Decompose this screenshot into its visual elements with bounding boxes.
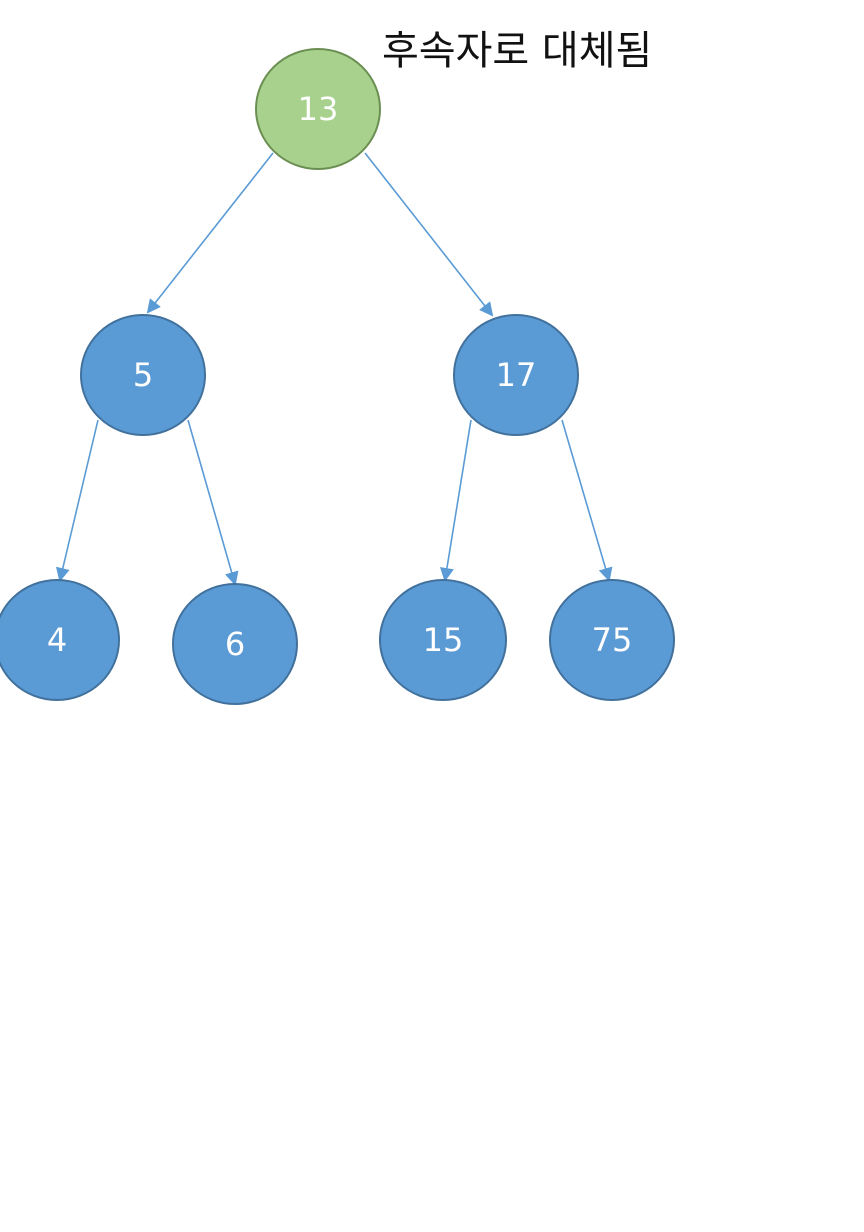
node-label-5: 5 <box>133 356 153 394</box>
edge-17-to-15 <box>440 419 472 582</box>
node-label-17: 17 <box>496 356 537 394</box>
tree-node-6: 6 <box>172 583 298 705</box>
node-circle-5 <box>80 314 206 436</box>
edge-5-to-4 <box>55 419 99 582</box>
node-circle-4 <box>0 579 120 701</box>
node-circle-15 <box>379 579 507 701</box>
edge-5-to-6 <box>187 419 239 586</box>
edge-13-to-17 <box>364 152 494 317</box>
tree-node-4: 4 <box>0 579 120 701</box>
node-circle-6 <box>172 583 298 705</box>
edge-13-to-5 <box>146 152 274 314</box>
node-label-13: 13 <box>298 90 339 128</box>
tree-node-5: 5 <box>80 314 206 436</box>
node-label-6: 6 <box>225 625 245 663</box>
caption: 후속자로 대체됨 <box>382 28 653 74</box>
tree-node-13: 13 <box>255 48 381 170</box>
node-circle-13 <box>255 48 381 170</box>
tree-node-15: 15 <box>379 579 507 701</box>
node-circle-75 <box>549 579 675 701</box>
node-label-75: 75 <box>592 621 633 659</box>
node-label-4: 4 <box>47 621 67 659</box>
tree-node-75: 75 <box>549 579 675 701</box>
node-label-15: 15 <box>423 621 464 659</box>
tree-node-17: 17 <box>453 314 579 436</box>
node-circle-17 <box>453 314 579 436</box>
edge-17-to-75 <box>561 419 613 582</box>
